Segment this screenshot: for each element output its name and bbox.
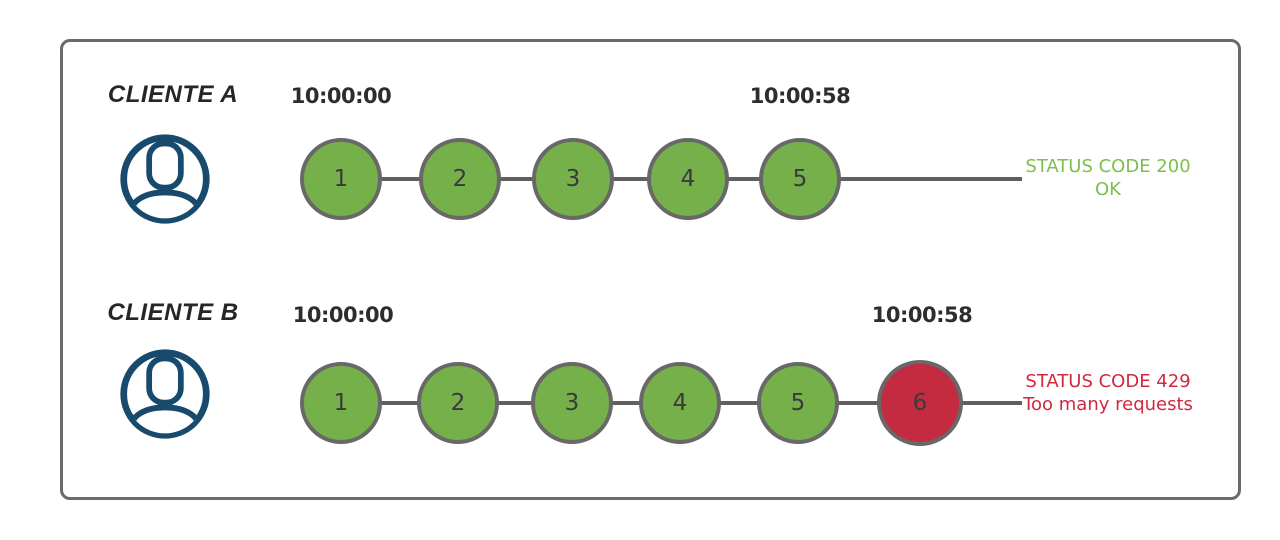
client-a-status: STATUS CODE 200 OK <box>1020 155 1196 201</box>
user-avatar-icon <box>120 349 210 439</box>
status-code-line: STATUS CODE 200 <box>1025 156 1191 177</box>
request-circle: 1 <box>300 138 382 220</box>
client-b-label: CLIENTE B <box>107 299 239 326</box>
request-circle: 4 <box>647 138 729 220</box>
diagram-frame <box>60 39 1241 500</box>
request-circle: 3 <box>531 362 613 444</box>
client-a-end-time: 10:00:58 <box>749 84 851 108</box>
request-circle: 5 <box>757 362 839 444</box>
status-message-line: OK <box>1095 179 1121 200</box>
client-b-avatar <box>117 346 213 442</box>
request-circle-blocked: 6 <box>877 360 963 446</box>
client-b-status: STATUS CODE 429 Too many requests <box>1020 370 1196 416</box>
user-avatar-icon <box>120 134 210 224</box>
request-circle: 1 <box>300 362 382 444</box>
client-a-start-time: 10:00:00 <box>290 84 392 108</box>
client-a-label: CLIENTE A <box>107 81 239 108</box>
request-circle: 2 <box>419 138 501 220</box>
request-circle: 4 <box>639 362 721 444</box>
status-message-line: Too many requests <box>1023 394 1193 415</box>
client-b-start-time: 10:00:00 <box>292 303 394 327</box>
request-circle: 2 <box>417 362 499 444</box>
request-circle: 5 <box>759 138 841 220</box>
request-circle: 3 <box>532 138 614 220</box>
client-b-end-time: 10:00:58 <box>871 303 973 327</box>
status-code-line: STATUS CODE 429 <box>1025 371 1191 392</box>
client-a-avatar <box>117 131 213 227</box>
